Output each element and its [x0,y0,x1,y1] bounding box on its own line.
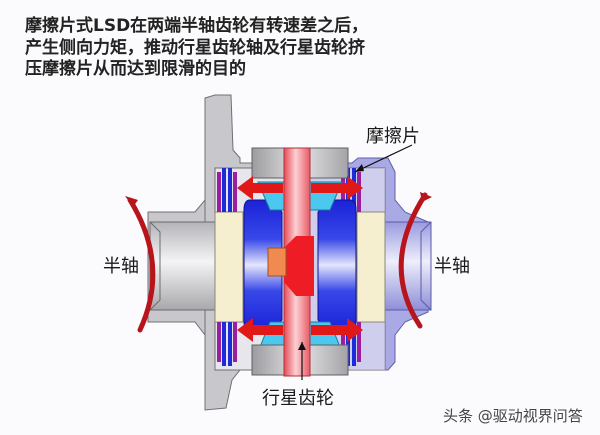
caption-line-1: 摩擦片式LSD在两端半轴齿轮有转速差之后， [25,16,369,36]
label-half-shaft-left: 半轴 [103,256,139,277]
right-rotation-arrow [398,192,428,329]
left-friction-plates [217,168,237,366]
left-half-shaft [149,221,221,311]
right-spacer-ring [356,211,386,323]
center-block [267,247,287,277]
watermark: 头条 @驱动视界问答 [443,407,583,425]
pinion-shaft-cam [284,236,314,296]
lower-force-arrows [237,318,363,342]
left-rotation-arrow [127,197,156,333]
right-side-gear [317,199,357,331]
left-spacer-ring [214,211,244,323]
caption-line-3: 压摩擦片从而达到限滑的目的 [25,59,246,79]
diagram-caption: 摩擦片式LSD在两端半轴齿轮有转速差之后， 产生侧向力矩，推动行星齿轮轴及行星齿… [25,16,415,81]
label-friction-plate: 摩擦片 [366,126,420,147]
label-half-shaft-right: 半轴 [434,256,470,277]
caption-line-2: 产生侧向力矩，推动行星齿轮轴及行星齿轮挤 [25,37,365,58]
upper-force-arrows [237,176,363,200]
friction-plate-leader [354,144,413,173]
label-planet-gear: 行星齿轮 [262,388,334,409]
